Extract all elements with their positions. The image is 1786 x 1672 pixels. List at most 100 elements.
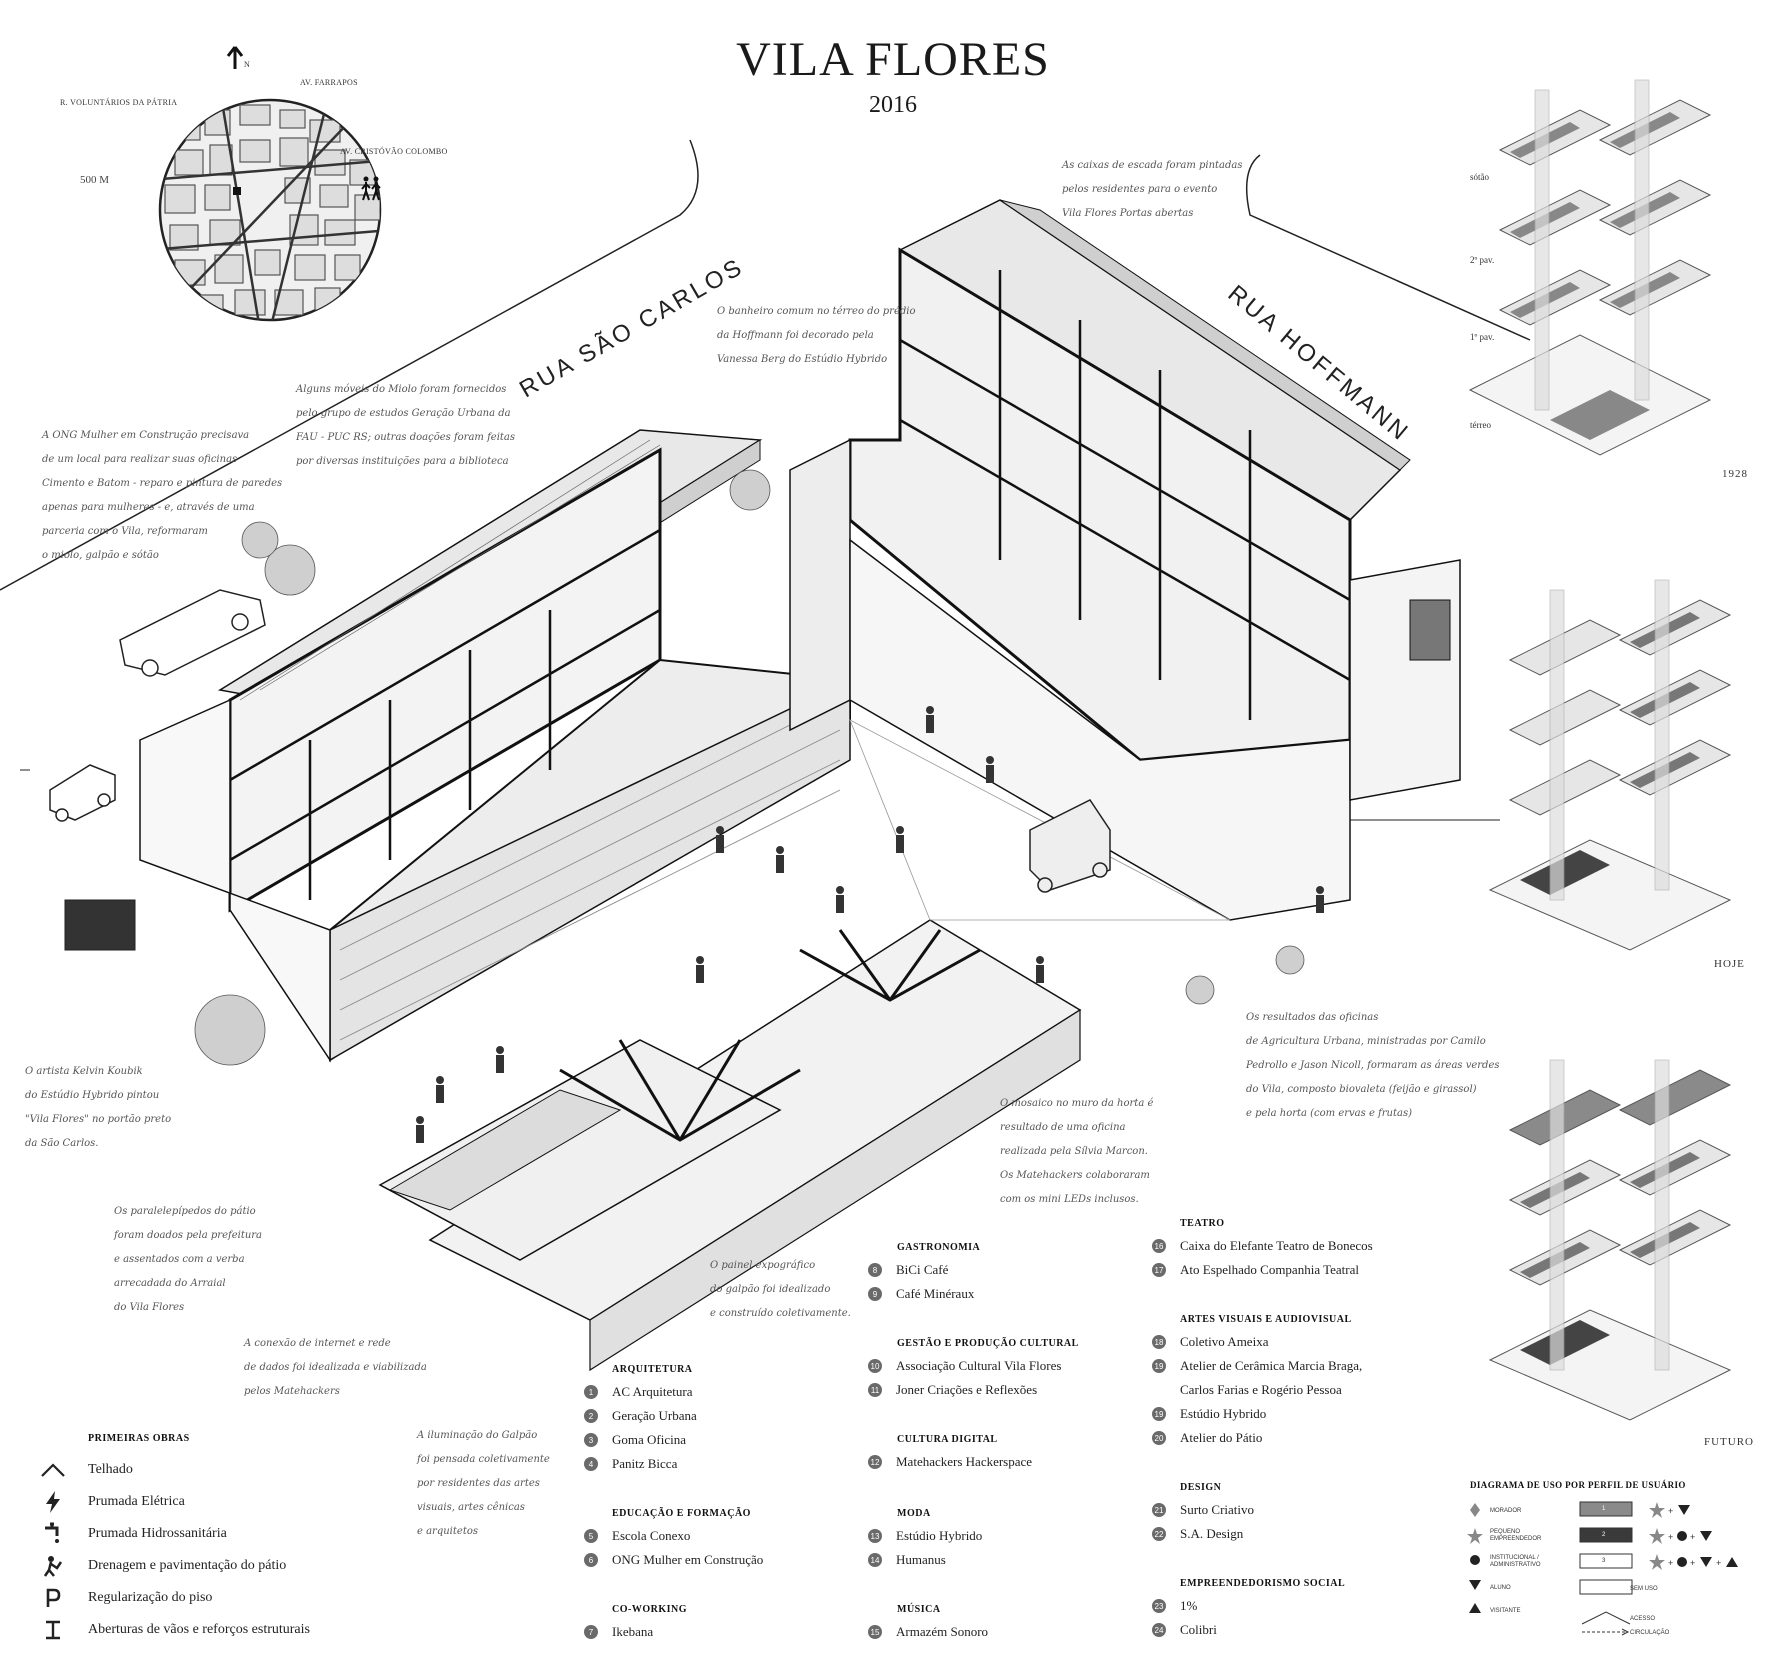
roof-icon bbox=[40, 1457, 66, 1483]
legend-user-institucional: INSTITUCIONAL / ADMINISTRATIVO bbox=[1490, 1555, 1541, 1568]
vila-flores-marker bbox=[233, 187, 241, 195]
north-arrow-icon bbox=[226, 46, 244, 69]
legend-user-visitante: VISITANTE bbox=[1490, 1608, 1521, 1614]
legend-user-symbols bbox=[1467, 1503, 1483, 1613]
svg-text:+: + bbox=[1690, 1558, 1695, 1568]
triangle-up-icon bbox=[1469, 1603, 1481, 1613]
vegetation bbox=[194, 469, 1305, 1066]
note-artista: O artista Kelvin Koubik do Estúdio Hybri… bbox=[25, 1066, 172, 1149]
legend-box-2: 2 bbox=[1602, 1532, 1606, 1538]
legend-user-aluno: ALUNO bbox=[1490, 1585, 1511, 1591]
fence bbox=[64, 899, 136, 951]
note-paralelepipedos: Os paralelepípedos do pátio foram doados… bbox=[114, 1206, 263, 1313]
location-map bbox=[158, 98, 382, 322]
galpao bbox=[378, 919, 1082, 1372]
cat-title-educacao: EDUCAÇÃO E FORMAÇÃO bbox=[612, 1508, 751, 1519]
list-item: Carlos Farias e Rogério Pessoa bbox=[1180, 1382, 1342, 1397]
pw-row-piso: Regularização do piso bbox=[40, 1584, 212, 1612]
note-painel: O painel expográfico do galpão foi ideal… bbox=[710, 1260, 851, 1319]
cat-title-cultura-digital: CULTURA DIGITAL bbox=[897, 1434, 998, 1445]
map-label-cristovao: AV. CRISTÓVÃO COLOMBO bbox=[340, 147, 448, 156]
svg-text:+: + bbox=[1716, 1558, 1721, 1568]
svg-text:+: + bbox=[1690, 1532, 1695, 1542]
floor-label-sotao: sótão bbox=[1470, 172, 1489, 182]
note-ong: A ONG Mulher em Construção precisava de … bbox=[42, 430, 283, 561]
note-moveis: Alguns móveis do Miolo foram fornecidos … bbox=[296, 384, 516, 467]
cat-title-coworking: CO-WORKING bbox=[612, 1604, 687, 1615]
legend-access: ACESSO bbox=[1630, 1616, 1656, 1622]
people bbox=[416, 706, 1324, 1143]
svg-text:+: + bbox=[1668, 1506, 1673, 1516]
map-scale: 500 M bbox=[80, 174, 110, 186]
pw-row-eletrica: Prumada Elétrica bbox=[40, 1488, 185, 1516]
pedestrians-icon bbox=[361, 176, 381, 201]
era-label-futuro: FUTURO bbox=[1704, 1436, 1755, 1448]
legend-box-sem-uso: SEM USO bbox=[1630, 1586, 1658, 1592]
legend-circulation: CIRCULAÇÃO bbox=[1630, 1630, 1670, 1636]
cat-title-gestao: GESTÃO E PRODUÇÃO CULTURAL bbox=[897, 1338, 1079, 1349]
dot-icon bbox=[1470, 1555, 1480, 1565]
tuk-tuk bbox=[1029, 799, 1111, 893]
cat-title-arquitetura: ARQUITETURA bbox=[612, 1364, 693, 1375]
note-banheiro: O banheiro comum no térreo do prédio da … bbox=[717, 306, 916, 365]
floor-stack-1928 bbox=[1468, 79, 1712, 456]
cat-title-artes-visuais: ARTES VISUAIS E AUDIOVISUAL bbox=[1180, 1314, 1352, 1325]
lightning-icon bbox=[40, 1489, 66, 1515]
cat-title-gastronomia: GASTRONOMIA bbox=[897, 1242, 981, 1253]
small-car bbox=[49, 764, 116, 822]
floor-label-2pav: 2º pav. bbox=[1470, 255, 1495, 265]
note-agricultura: Os resultados das oficinas de Agricultur… bbox=[1246, 1012, 1500, 1119]
primeiras-obras-title: PRIMEIRAS OBRAS bbox=[88, 1433, 190, 1444]
letter-p-icon bbox=[40, 1585, 66, 1611]
map-label-farrapos: AV. FARRAPOS bbox=[300, 78, 358, 87]
pw-label-aberturas: Aberturas de vãos e reforços estruturais bbox=[88, 1622, 310, 1637]
cat-title-design: DESIGN bbox=[1180, 1482, 1222, 1493]
cat-title-empreendedorismo: EMPREENDEDORISMO SOCIAL bbox=[1180, 1578, 1346, 1589]
legend-box-3: 3 bbox=[1602, 1558, 1606, 1564]
legend-user-empreendedor: PEQUENO EMPREENDEDOR bbox=[1490, 1529, 1542, 1542]
legend-boxes bbox=[1579, 1501, 1633, 1636]
building-hoffmann bbox=[789, 199, 1461, 921]
pw-row-hidro: Prumada Hidrossanitária bbox=[40, 1520, 227, 1548]
pw-row-aberturas: Aberturas de vãos e reforços estruturais bbox=[40, 1616, 310, 1644]
floor-stack-hoje bbox=[1488, 579, 1732, 951]
note-internet: A conexão de internet e rede de dados fo… bbox=[244, 1338, 427, 1397]
cat-title-musica: MÚSICA bbox=[897, 1604, 941, 1615]
pw-row-telhado: Telhado bbox=[40, 1456, 133, 1484]
map-label-voluntarios: R. VOLUNTÁRIOS DA PÁTRIA bbox=[60, 98, 178, 107]
page-year: 2016 bbox=[869, 92, 917, 118]
triangle-down-icon bbox=[1469, 1580, 1481, 1590]
diamond-icon bbox=[1470, 1503, 1480, 1517]
era-label-1928: 1928 bbox=[1722, 468, 1748, 480]
pw-label-telhado: Telhado bbox=[88, 1462, 133, 1477]
pw-label-eletrica: Prumada Elétrica bbox=[88, 1494, 185, 1509]
legend-title: DIAGRAMA DE USO POR PERFIL DE USUÁRIO bbox=[1470, 1480, 1686, 1490]
beam-icon bbox=[40, 1617, 66, 1643]
faucet-icon bbox=[40, 1521, 66, 1547]
north-label: N bbox=[244, 60, 251, 69]
svg-text:+: + bbox=[1668, 1558, 1673, 1568]
pw-label-drenagem: Drenagem e pavimentação do pátio bbox=[88, 1558, 287, 1573]
floor-label-1pav: 1º pav. bbox=[1470, 332, 1495, 342]
